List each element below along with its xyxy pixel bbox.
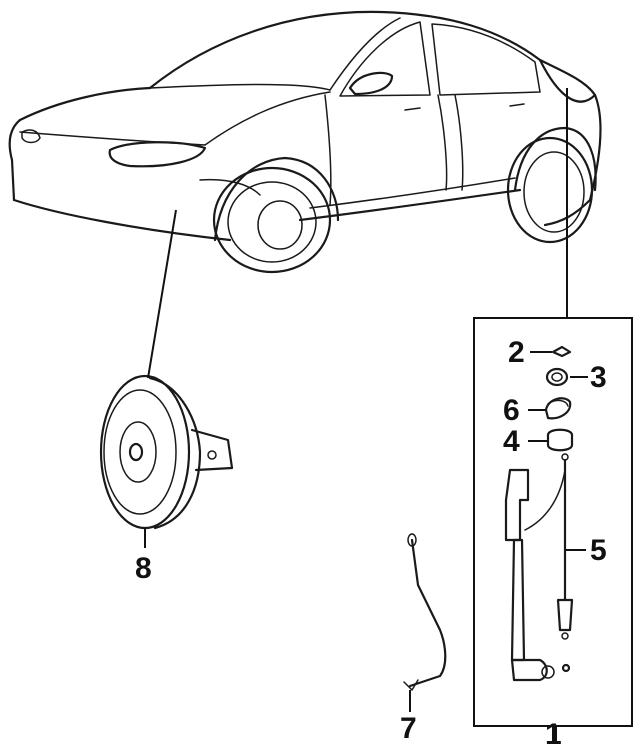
leader-line-8	[147, 209, 177, 379]
antenna-cable-illustration	[403, 533, 447, 691]
callout-number-5: 5	[590, 534, 607, 567]
callout-number-7: 7	[400, 712, 417, 744]
callout-number-3: 3	[590, 361, 607, 394]
callout-number-1: 1	[545, 718, 562, 744]
leader-lines	[144, 351, 588, 744]
callout-number-2: 2	[508, 336, 525, 369]
antenna-parts-illustration	[504, 345, 574, 682]
callout-number-8: 8	[135, 552, 152, 585]
callout-number-4: 4	[503, 425, 520, 458]
callout-number-6: 6	[503, 394, 520, 427]
antenna-assembly-box	[473, 317, 633, 727]
car-illustration	[8, 10, 602, 274]
horn-illustration	[99, 374, 234, 530]
